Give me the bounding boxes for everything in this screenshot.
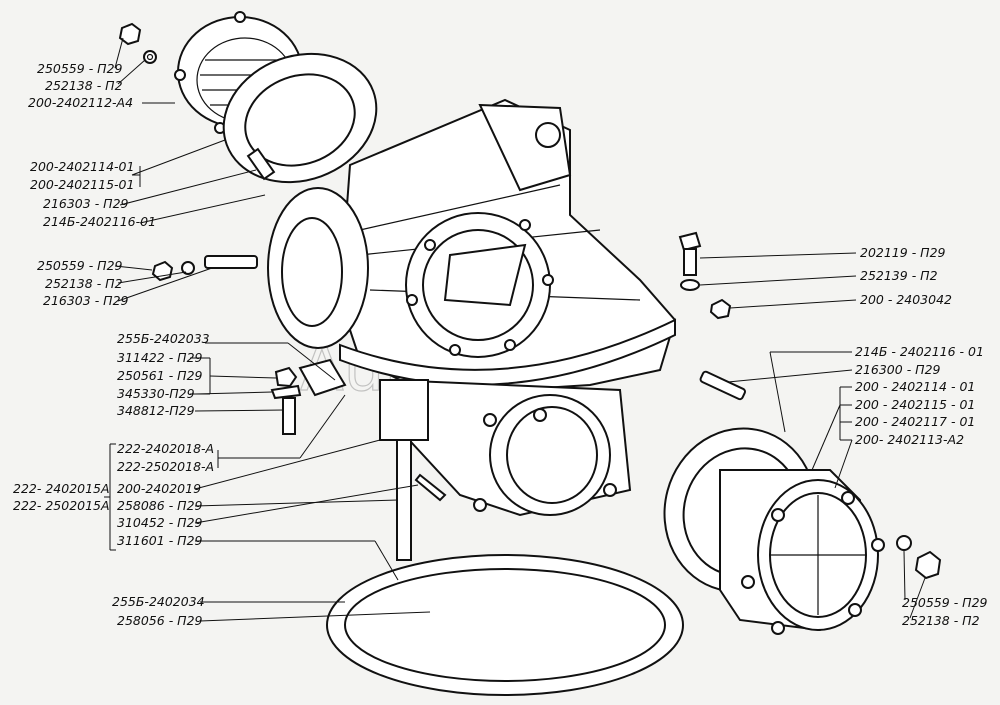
label-l02: 252138 - П2 — [45, 78, 123, 93]
label-r01: 202119 - П29 — [860, 245, 946, 260]
label-l17: 222-2502018-А — [117, 459, 214, 474]
label-l03: 200-2402112-А4 — [28, 95, 133, 110]
label-l14: 345330-П29 — [117, 386, 195, 401]
label-l23: 222- 2502015А — [13, 498, 110, 513]
bottom-gasket — [326, 554, 684, 696]
right-fasteners — [678, 231, 942, 580]
label-r03: 200 - 2403042 — [860, 292, 952, 307]
label-r08: 200 - 2402117 - 01 — [855, 414, 975, 429]
label-l24: 255Б-2402034 — [112, 594, 205, 609]
label-l22: 222- 2402015А — [13, 481, 110, 496]
label-r02: 252139 - П2 — [860, 268, 938, 283]
differential-housing — [267, 98, 677, 517]
leader-lines — [104, 37, 926, 622]
callout-labels: 250559 - П29 252138 - П2 200-2402112-А4 … — [13, 61, 988, 628]
label-l04: 200-2402114-01 — [30, 159, 134, 174]
label-l06: 216303 - П29 — [43, 196, 129, 211]
label-l20: 310452 - П29 — [117, 515, 203, 530]
label-l21: 311601 - П29 — [117, 533, 203, 548]
label-r05: 216300 - П29 — [855, 362, 941, 377]
label-l10: 216303 - П29 — [43, 293, 129, 308]
label-l18: 200-2402019 — [117, 481, 201, 496]
label-r09: 200- 2402113-А2 — [855, 432, 964, 447]
label-l11: 255Б-2402033 — [117, 331, 210, 346]
small-fasteners-top — [118, 22, 276, 181]
label-r07: 200 - 2402115 - 01 — [855, 397, 975, 412]
label-l07: 214Б-2402116-01 — [43, 214, 156, 229]
label-l25: 258056 - П29 — [117, 613, 203, 628]
label-l08: 250559 - П29 — [37, 258, 123, 273]
label-l15: 348812-П29 — [117, 403, 195, 418]
top-gasket — [222, 52, 378, 184]
label-l09: 252138 - П2 — [45, 276, 123, 291]
label-l01: 250559 - П29 — [37, 61, 123, 76]
label-l12: 311422 - П29 — [117, 350, 203, 365]
label-l16: 222-2402018-А — [117, 441, 214, 456]
label-l13: 250561 - П29 — [117, 368, 203, 383]
label-l05: 200-2402115-01 — [30, 177, 134, 192]
label-r10: 250559 - П29 — [902, 595, 988, 610]
right-bearing-cap — [719, 469, 885, 635]
label-r04: 214Б - 2402116 - 01 — [855, 344, 984, 359]
label-r11: 252138 - П2 — [902, 613, 980, 628]
label-r06: 200 - 2402114 - 01 — [855, 379, 975, 394]
label-l19: 258086 - П29 — [117, 498, 203, 513]
